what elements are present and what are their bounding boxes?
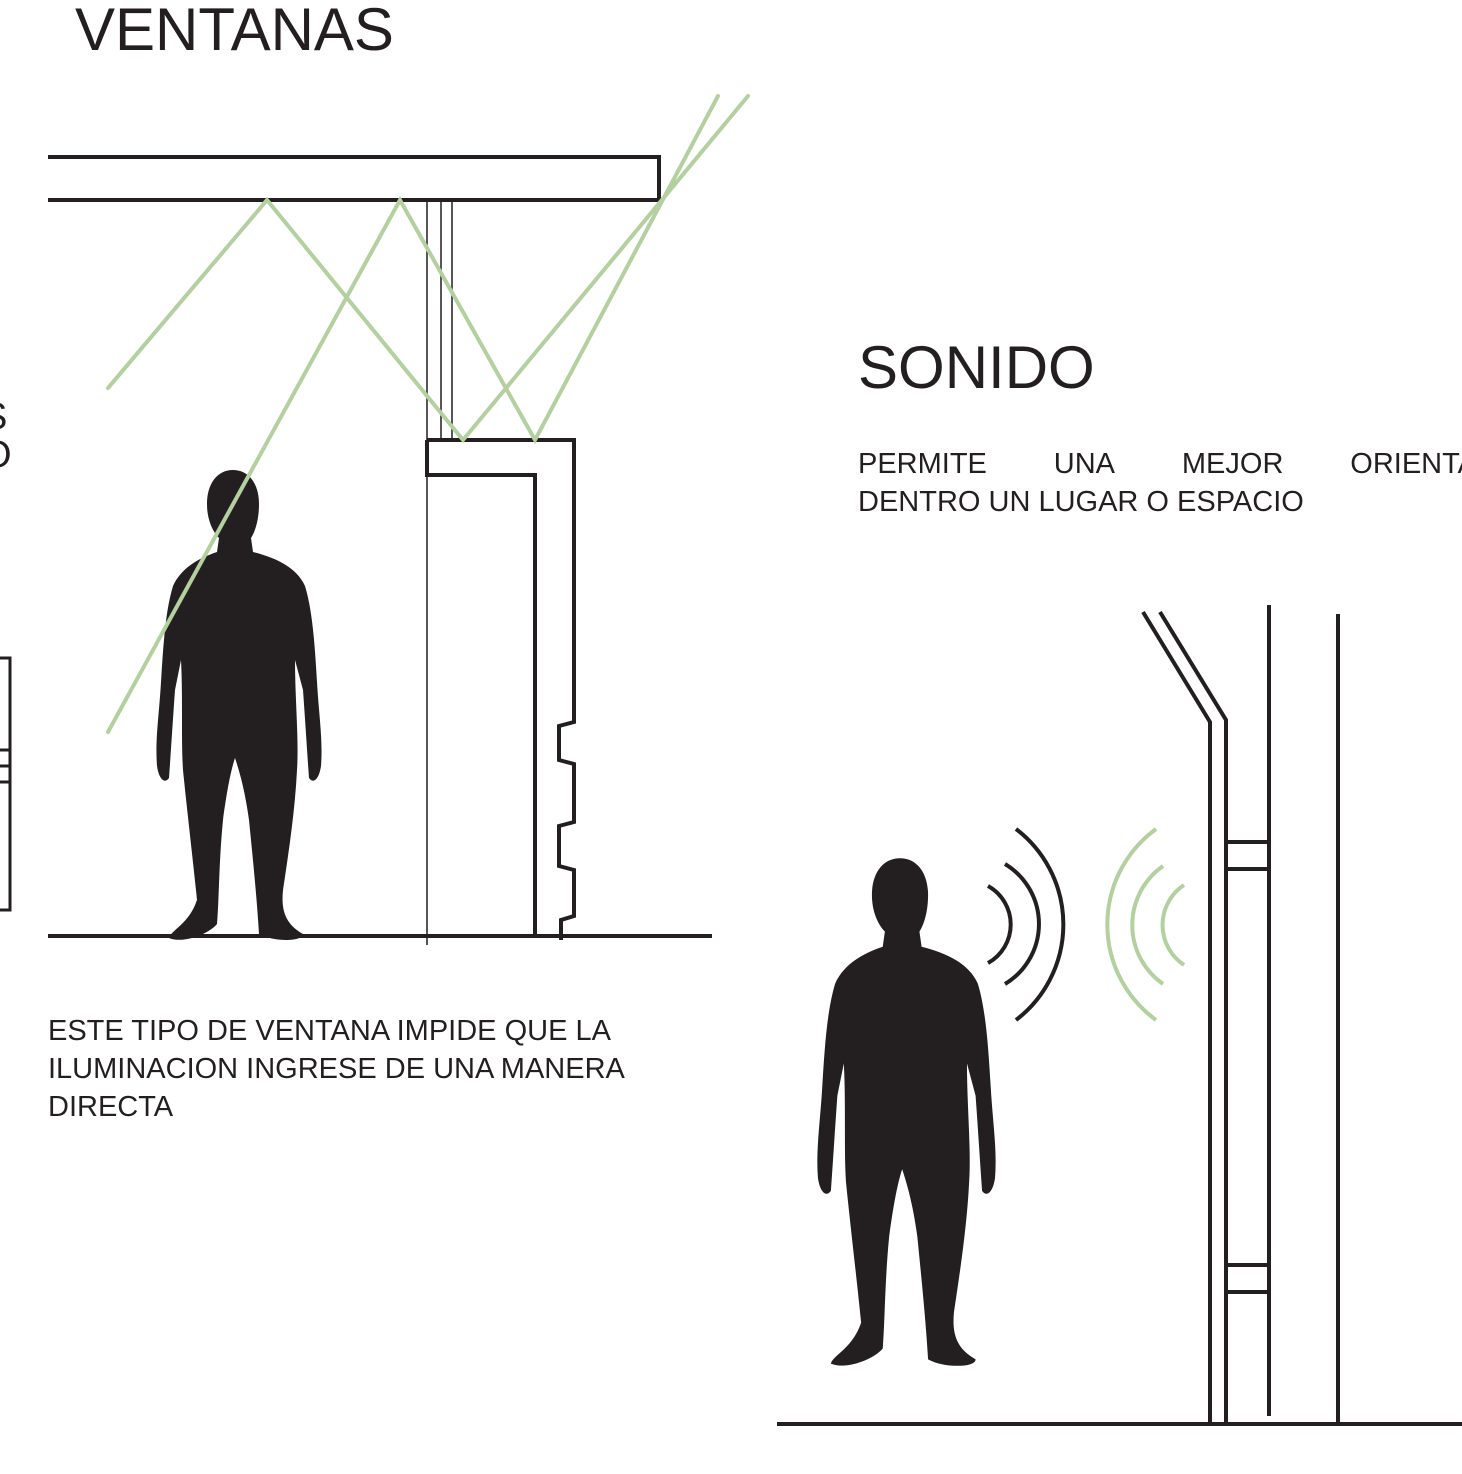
sonido-title: SONIDO (858, 334, 1095, 401)
sonido-caption-word: PERMITE (858, 448, 987, 480)
partial-letter: S (0, 398, 12, 436)
window-sill-wall (425, 438, 576, 940)
ventanas-caption-line: DIRECTA (48, 1091, 174, 1123)
ceiling-slab (48, 155, 661, 202)
partial-left-frame (0, 656, 12, 912)
sonido-caption-line: DENTRO UN LUGAR O ESPACIO (858, 486, 1304, 518)
sonido-caption-word: UNA (1053, 448, 1116, 480)
left-edge-partial-text: S O (0, 398, 22, 488)
ventanas-title: VENTANAS (75, 0, 394, 63)
wall-section (1141, 605, 1340, 1424)
sonido-caption-word: ORIENTAC (1350, 448, 1462, 480)
sonido-caption-line: PERMITE UNA MEJOR ORIENTAC (858, 445, 1462, 483)
person-silhouette-icon (817, 858, 996, 1366)
sonido-caption: PERMITE UNA MEJOR ORIENTAC DENTRO UN LUG… (858, 445, 1462, 525)
ventanas-caption-line: ESTE TIPO DE VENTANA IMPIDE QUE LA (48, 1015, 611, 1047)
sound-wave-icon (987, 827, 1186, 1022)
ventanas-caption-line: ILUMINACION INGRESE DE UNA MANERA (48, 1053, 625, 1085)
light-ray-icon (106, 94, 750, 734)
window-glass-lines (426, 200, 453, 945)
sonido-caption-word: MEJOR (1181, 448, 1284, 480)
person-silhouette-icon (156, 470, 322, 940)
partial-letter: O (0, 436, 12, 474)
ventanas-caption: ESTE TIPO DE VENTANA IMPIDE QUE LA ILUMI… (48, 1012, 625, 1126)
